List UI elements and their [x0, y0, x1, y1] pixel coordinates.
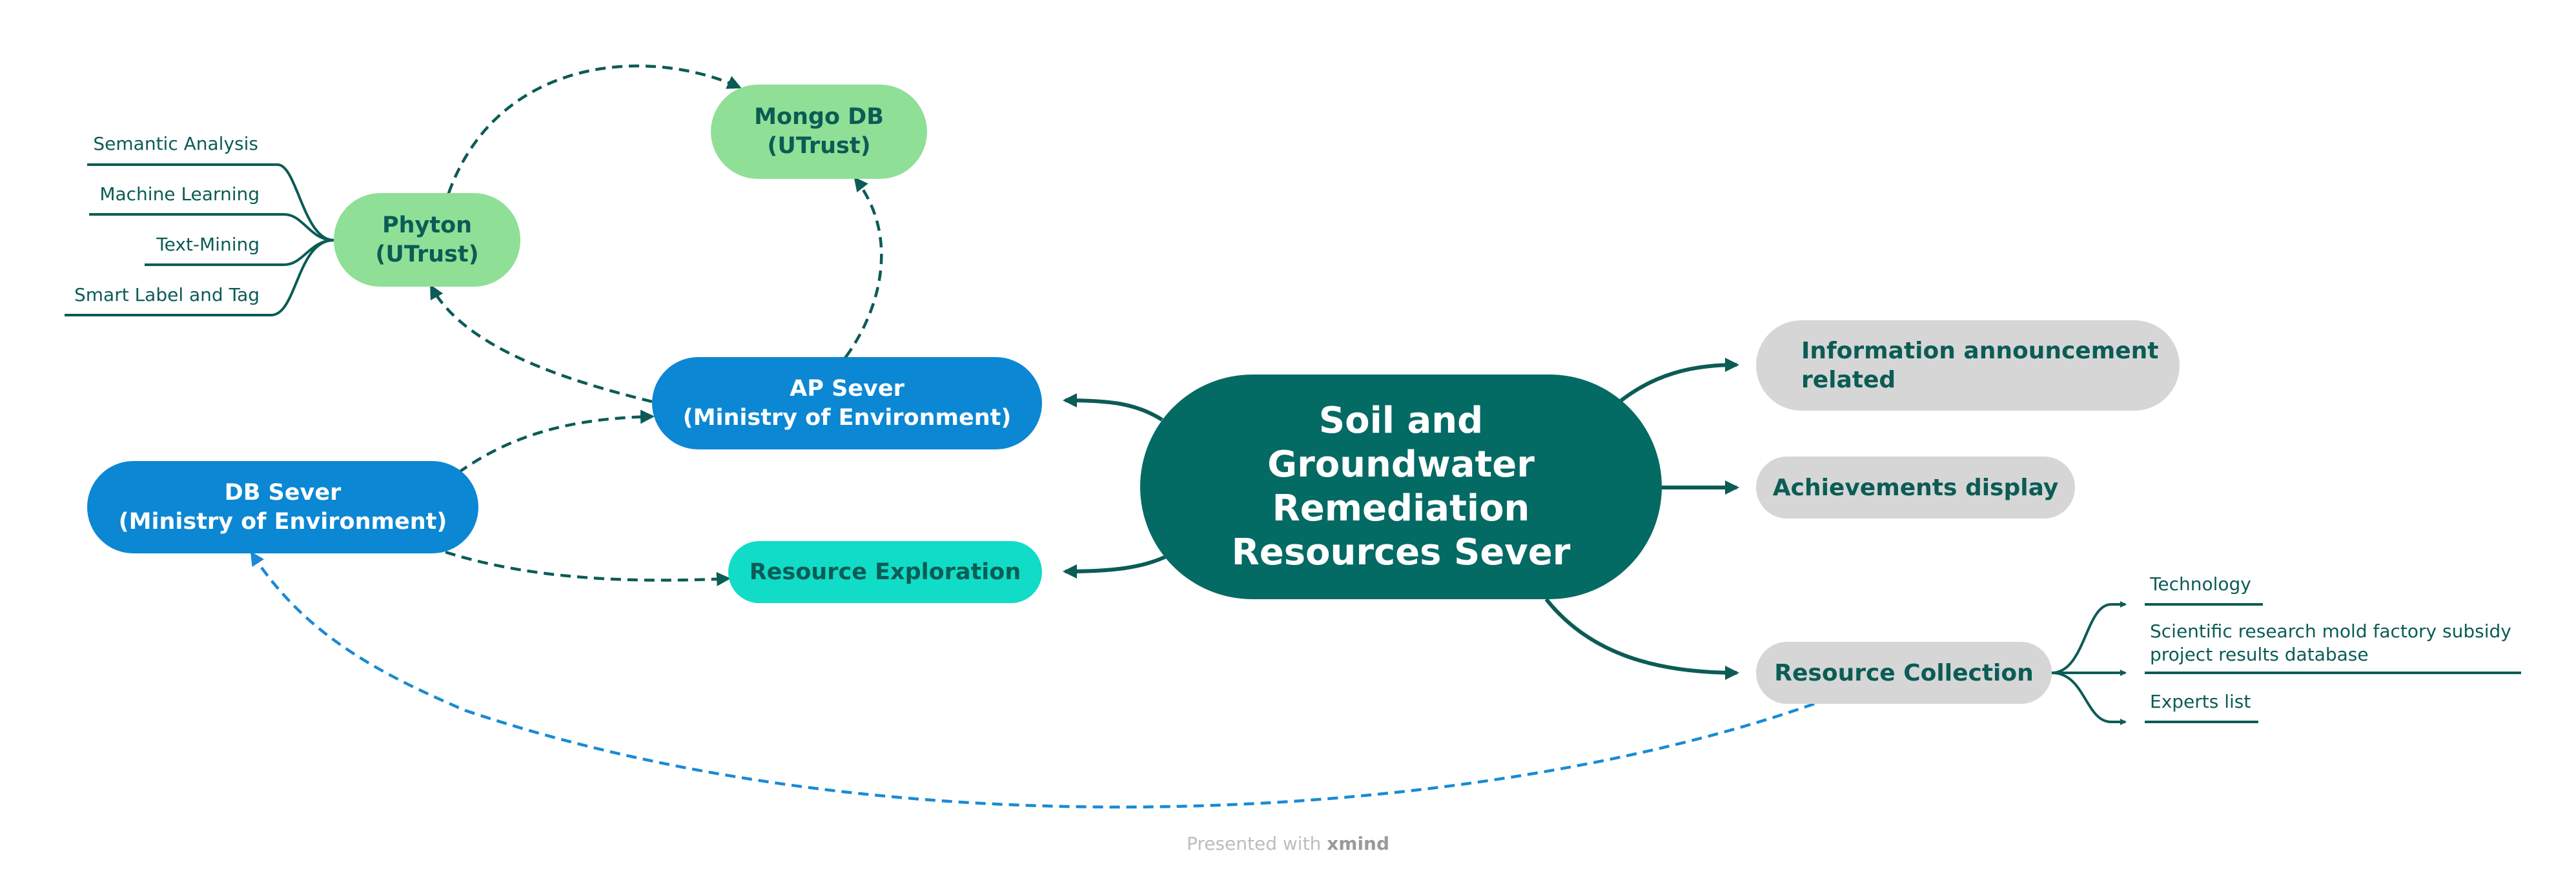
connector-central-ap — [1063, 393, 1163, 422]
leaf-scientific-database[interactable]: Scientific research mold factory subsidy… — [2150, 621, 2511, 665]
relation-ap-mongo — [833, 176, 883, 371]
relation-phyton-mongo — [438, 64, 742, 207]
db-server-node[interactable]: DB Sever (Ministry of Environment) — [87, 461, 478, 553]
leaf-machine-learning[interactable]: Machine Learning — [99, 183, 260, 205]
phyton-node[interactable]: Phyton (UTrust) — [334, 193, 520, 287]
mongo-db-node[interactable]: Mongo DB (UTrust) — [711, 85, 927, 179]
footer-attribution: Presented with xmind — [0, 833, 2576, 854]
central-topic[interactable]: Soil and Groundwater Remediation Resourc… — [1140, 375, 1662, 599]
connector-phyton-semantic — [87, 163, 334, 241]
footer-prefix: Presented with — [1186, 833, 1322, 854]
information-announcement-node[interactable]: Information announcement related — [1756, 320, 2180, 411]
relation-collection-db — [250, 551, 1815, 809]
leaf-text-mining[interactable]: Text-Mining — [156, 234, 260, 255]
xmind-brand: xmind — [1327, 833, 1390, 854]
ap-server-node[interactable]: AP Sever (Ministry of Environment) — [652, 357, 1042, 449]
connector-central-info — [1616, 358, 1739, 406]
achievements-display-node[interactable]: Achievements display — [1756, 457, 2075, 519]
leaf-smart-label-tag[interactable]: Smart Label and Tag — [74, 284, 260, 305]
connector-phyton-smartlabel — [65, 239, 334, 316]
relation-ap-phyton — [430, 284, 653, 404]
connector-collection-experts — [2051, 672, 2127, 725]
leaf-technology[interactable]: Technology — [2150, 573, 2251, 595]
resource-collection-node[interactable]: Resource Collection — [1756, 642, 2052, 704]
connector-phyton-ml — [89, 213, 334, 241]
leaf-experts-list[interactable]: Experts list — [2150, 691, 2251, 712]
leaf-semantic-analysis[interactable]: Semantic Analysis — [93, 133, 258, 154]
connector-collection-technology — [2051, 601, 2127, 674]
resource-exploration-node[interactable]: Resource Exploration — [728, 541, 1042, 603]
connector-central-collection — [1544, 598, 1739, 680]
relation-db-ap — [444, 409, 655, 486]
relation-db-exploration — [445, 550, 731, 586]
connector-central-exploration — [1063, 553, 1170, 579]
